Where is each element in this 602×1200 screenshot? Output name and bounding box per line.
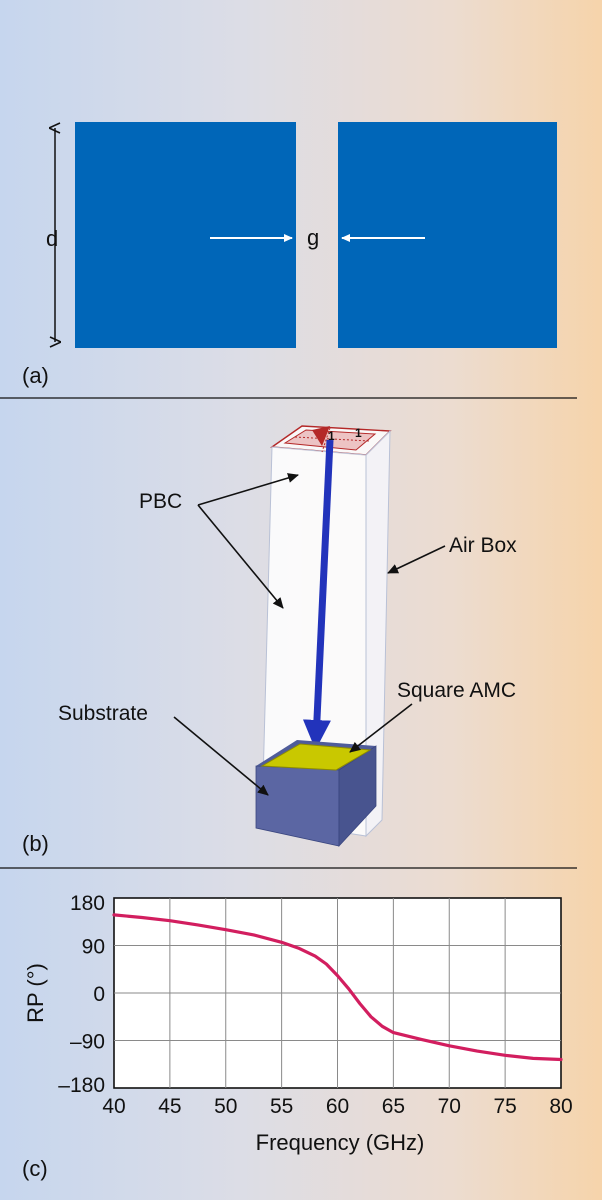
y-tick-label: –180 <box>58 1074 105 1097</box>
y-tick-label: –90 <box>70 1031 105 1054</box>
x-tick-label: 70 <box>438 1095 461 1118</box>
x-tick-label: 65 <box>382 1095 405 1118</box>
reflection-phase-line <box>112 913 563 1062</box>
left-patch <box>75 122 296 348</box>
x-tick-label: 60 <box>326 1095 349 1118</box>
substrate-arrow <box>173 716 269 796</box>
port-label-2: 1 <box>355 426 362 440</box>
dimension-d-label: d <box>46 226 58 251</box>
panel-c-label: (c) <box>22 1156 48 1181</box>
y-tick-label: 180 <box>70 892 105 915</box>
right-patch <box>338 122 557 348</box>
x-tick-label: 75 <box>493 1095 516 1118</box>
pbc-label: PBC <box>139 490 182 513</box>
panel-a: d g (a) <box>22 122 557 388</box>
chart-series <box>112 913 563 1062</box>
dimension-g-label: g <box>307 225 319 250</box>
x-axis-label: Frequency (GHz) <box>256 1130 425 1155</box>
panel-b: 1 1 PBC Air Box Square AMC Substrate (b) <box>22 425 517 856</box>
square-amc-arrow <box>349 703 413 753</box>
pbc-arrow-lower <box>197 504 284 609</box>
port-arrow-icon <box>312 426 330 446</box>
wave-arrow <box>302 439 334 750</box>
y-tick-label: 0 <box>93 983 105 1006</box>
x-tick-label: 45 <box>158 1095 181 1118</box>
substrate-block <box>255 740 377 848</box>
square-amc-label: Square AMC <box>397 679 516 702</box>
y-axis-label: RP (°) <box>23 963 48 1023</box>
y-ticks: 180 90 0 –90 –180 <box>58 892 105 1097</box>
y-tick-label: 90 <box>82 936 105 959</box>
port-label-1: 1 <box>328 429 335 443</box>
x-tick-label: 40 <box>102 1095 125 1118</box>
x-ticks: 40 45 50 55 60 65 70 75 80 <box>102 1095 572 1118</box>
square-amc-patch <box>260 743 372 771</box>
panel-b-label: (b) <box>22 831 49 856</box>
air-box-label: Air Box <box>449 534 517 557</box>
x-tick-label: 55 <box>270 1095 293 1118</box>
substrate-label: Substrate <box>58 702 148 725</box>
x-tick-label: 80 <box>549 1095 572 1118</box>
x-tick-label: 50 <box>214 1095 237 1118</box>
pbc-arrow-upper <box>197 473 299 506</box>
air-box: 1 1 <box>261 425 392 838</box>
air-box-arrow <box>387 545 446 574</box>
panel-a-label: (a) <box>22 363 49 388</box>
